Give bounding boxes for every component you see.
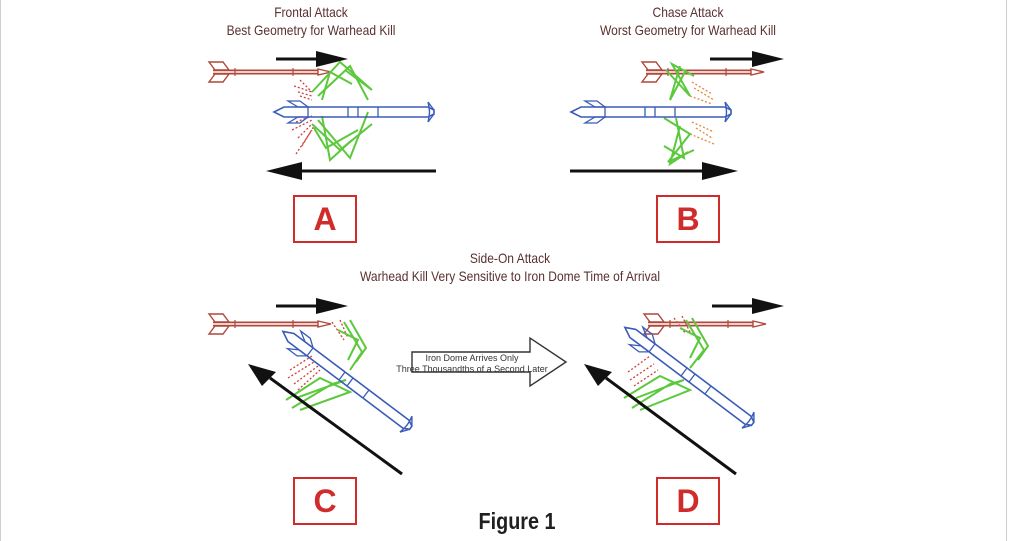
transition-line-1: Iron Dome Arrives Only xyxy=(425,353,519,363)
rocket-b xyxy=(642,62,764,82)
figure-label: Figure 1 xyxy=(478,508,556,534)
red-fragment-fan-d xyxy=(627,315,691,387)
interceptor-motion-arrow-d xyxy=(584,364,737,476)
panel-b-diagram xyxy=(570,61,764,167)
interceptor-motion-arrow-c xyxy=(248,364,403,476)
interceptor-b xyxy=(570,100,732,124)
interceptor-a xyxy=(273,100,435,124)
red-fragment-fan-c xyxy=(287,319,349,391)
side-on-subtitle: Warhead Kill Very Sensitive to Iron Dome… xyxy=(359,268,661,284)
label-box-c: C xyxy=(293,477,357,525)
label-box-b: B xyxy=(656,195,720,243)
rocket-motion-arrow-a xyxy=(276,51,348,67)
orange-fragment-fan-b xyxy=(689,81,715,145)
interceptor-motion-arrow-a xyxy=(266,162,436,180)
green-fragment-fan-a xyxy=(311,60,373,162)
panel-b-title: Chase Attack xyxy=(652,4,724,20)
green-fragment-fan-d xyxy=(623,317,710,411)
green-fragment-fan-b xyxy=(663,61,695,167)
interceptor-d xyxy=(617,317,761,434)
right-border-line xyxy=(1006,0,1007,541)
rocket-d xyxy=(644,314,766,334)
transition-line-2: Three Thousandths of a Second Later xyxy=(396,364,547,374)
green-fragment-fan-c xyxy=(285,319,368,411)
rocket-a xyxy=(209,62,331,82)
motion-arrows xyxy=(248,51,784,476)
transition-arrow: Iron Dome Arrives Only Three Thousandths… xyxy=(396,336,568,388)
side-on-title: Side-On Attack xyxy=(469,250,551,266)
panel-a-title: Frontal Attack xyxy=(274,4,348,20)
rocket-motion-arrow-d xyxy=(712,298,784,314)
rocket-c xyxy=(209,314,331,334)
red-fragment-fan-a xyxy=(291,79,315,155)
interceptor-c xyxy=(275,321,419,438)
left-border-line xyxy=(0,0,1,541)
label-box-d: D xyxy=(656,477,720,525)
panel-b-subtitle: Worst Geometry for Warhead Kill xyxy=(600,22,776,38)
rocket-motion-arrow-c xyxy=(276,298,348,314)
panel-a-subtitle: Best Geometry for Warhead Kill xyxy=(226,22,396,38)
interceptor-motion-arrow-b xyxy=(570,162,738,180)
panel-d-diagram xyxy=(617,314,766,434)
label-box-a: A xyxy=(293,195,357,243)
panel-c-diagram xyxy=(209,314,419,438)
rocket-motion-arrow-b xyxy=(710,51,784,67)
panel-a-diagram xyxy=(209,60,435,162)
